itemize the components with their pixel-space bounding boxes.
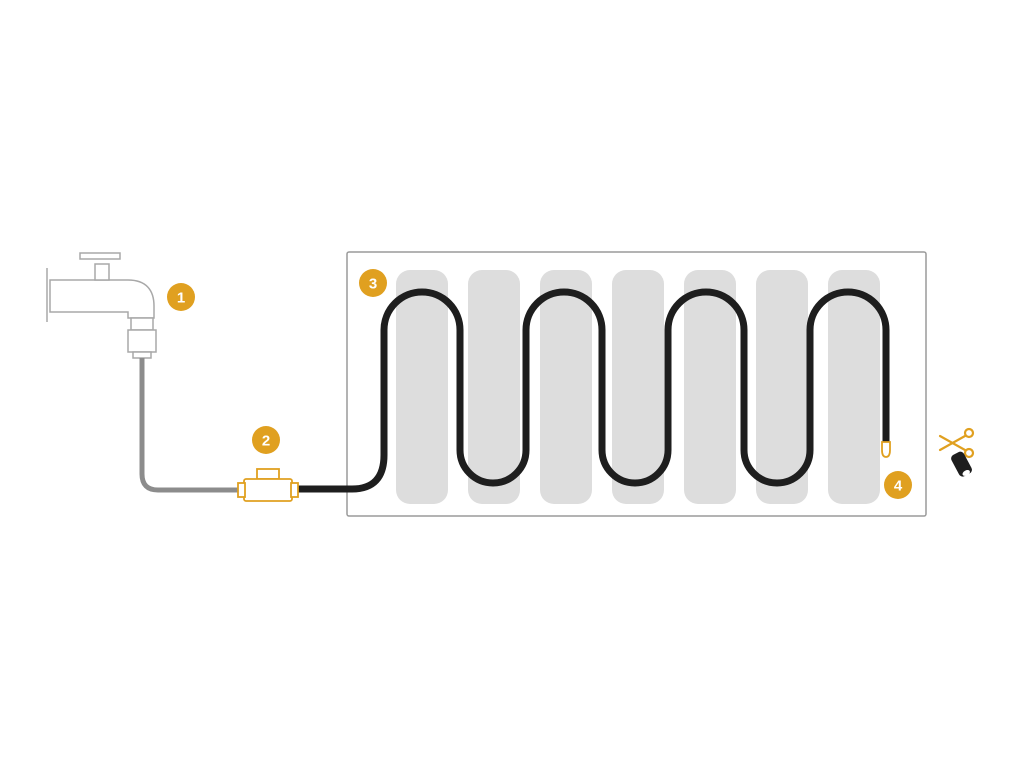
step-number: 4 [894, 478, 903, 495]
planting-row [828, 270, 880, 504]
connector-icon [237, 468, 299, 502]
step-badge-1: 1 [167, 283, 195, 311]
planting-row [756, 270, 808, 504]
planting-row [468, 270, 520, 504]
end-cap-icon [881, 441, 891, 458]
end-plug-icon [951, 451, 972, 477]
scissors-icon [938, 427, 975, 459]
faucet-icon [46, 252, 157, 359]
planting-row [684, 270, 736, 504]
step-badge-3: 3 [359, 269, 387, 297]
step-number: 2 [262, 433, 270, 450]
planting-row [612, 270, 664, 504]
planting-rows [396, 270, 880, 504]
planting-row [396, 270, 448, 504]
drip-hose [297, 288, 890, 493]
step-badge-2: 2 [252, 426, 280, 454]
step-number: 1 [177, 290, 185, 307]
supply-tube [139, 358, 244, 493]
step-number: 3 [369, 276, 377, 293]
planting-row [540, 270, 592, 504]
step-badge-4: 4 [884, 471, 912, 499]
